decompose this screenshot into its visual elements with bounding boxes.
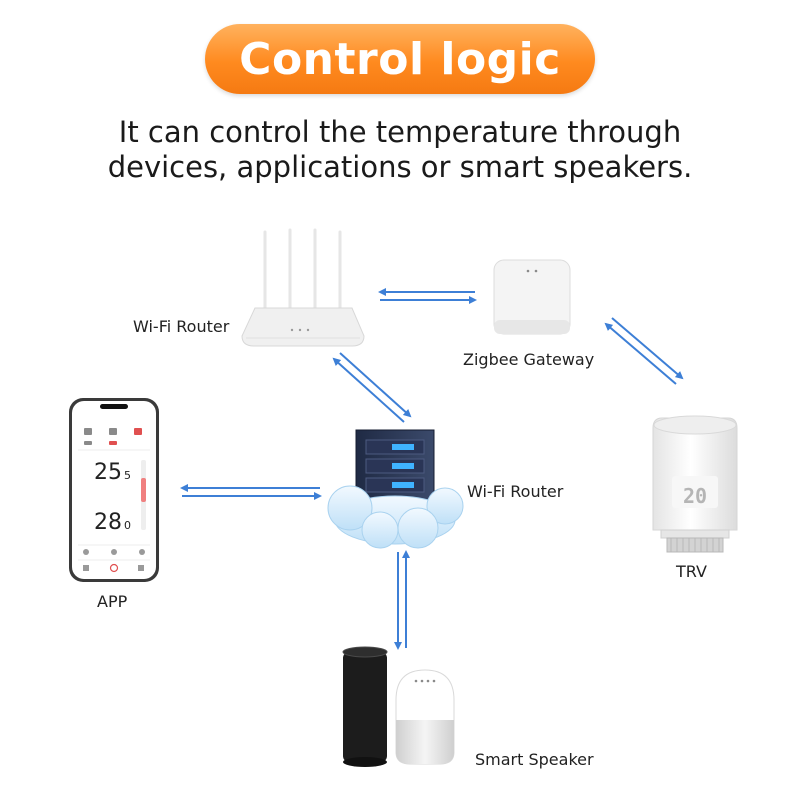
arrow-router-to-cloud (339, 352, 412, 418)
zigbee-gateway-label: Zigbee Gateway (463, 350, 595, 369)
smart-speaker-icon (342, 646, 455, 767)
trv-label: TRV (676, 562, 707, 581)
cloud-server-label: Wi-Fi Router (467, 482, 564, 501)
phone-icon (69, 398, 159, 582)
title: Control logic (239, 33, 561, 85)
arrow-gateway-to-trv (611, 317, 684, 380)
wifi-router-icon (241, 228, 365, 347)
current-temperature: 25 (94, 460, 122, 485)
subtitle-line-2: devices, applications or smart speakers. (107, 150, 693, 184)
trv-icon (652, 415, 738, 553)
arrows (180, 288, 684, 650)
cloud-server-icon (327, 429, 464, 549)
zigbee-gateway-icon (493, 259, 571, 335)
trv-display: 20 (683, 484, 707, 508)
set-temperature: 28 (94, 510, 122, 535)
wifi-router-label: Wi-Fi Router (133, 317, 230, 336)
title-banner: Control logic (205, 24, 595, 94)
set-temperature-decimal: 0 (124, 519, 131, 532)
smart-speaker-label: Smart Speaker (475, 750, 594, 769)
app-label: APP (97, 592, 128, 611)
current-temperature-decimal: 5 (124, 469, 131, 482)
arrow-trv-to-gateway (604, 322, 677, 385)
arrow-cloud-to-router (332, 357, 405, 423)
subtitle-line-1: It can control the temperature through (118, 115, 682, 149)
